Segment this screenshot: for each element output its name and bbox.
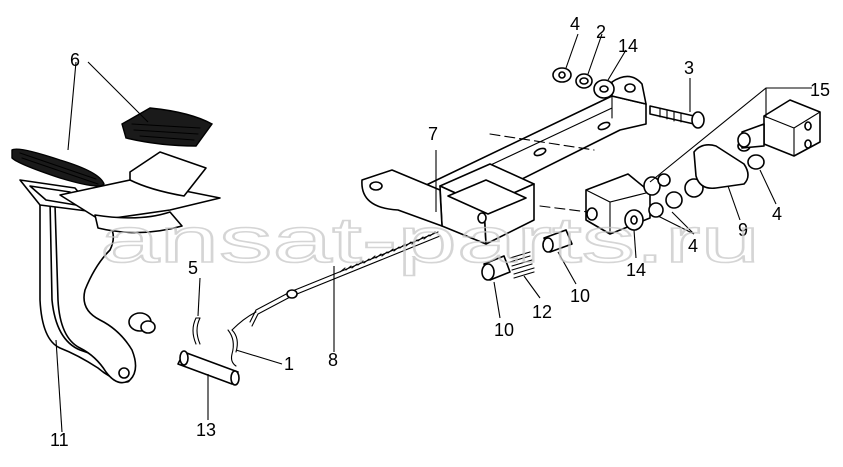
callout-3: 3 xyxy=(684,58,694,78)
callout-4-right: 4 xyxy=(772,204,782,224)
leader-lines xyxy=(55,33,812,433)
bracket xyxy=(361,75,647,245)
spring xyxy=(509,251,535,279)
bushing-upper xyxy=(542,229,573,253)
callout-14-top: 14 xyxy=(618,36,638,56)
bolt xyxy=(649,105,705,129)
callout-6: 6 xyxy=(70,50,80,70)
callout-labels: 6 4 2 14 3 15 7 4 9 4 14 5 10 12 10 1 8 … xyxy=(50,14,830,450)
spring-clip xyxy=(227,329,238,367)
bushing-lower xyxy=(481,255,511,281)
callout-8: 8 xyxy=(328,350,338,370)
callout-10-left: 10 xyxy=(494,320,514,340)
callout-1: 1 xyxy=(284,354,294,374)
callout-15: 15 xyxy=(810,80,830,100)
callout-4-top: 4 xyxy=(570,14,580,34)
callout-5: 5 xyxy=(188,258,198,278)
callout-10-right: 10 xyxy=(570,286,590,306)
callout-9: 9 xyxy=(738,220,748,240)
callout-14-bottom: 14 xyxy=(626,260,646,280)
pull-rod xyxy=(231,231,441,331)
callout-11: 11 xyxy=(50,430,69,450)
pivot-pin xyxy=(177,350,240,386)
callout-7: 7 xyxy=(428,124,438,144)
cotter-pin xyxy=(192,317,201,345)
top-fasteners xyxy=(552,67,615,99)
pedal-pads xyxy=(11,107,214,197)
pedal-lever-assembly xyxy=(19,179,221,384)
watermark-text: ansat-parts.ru xyxy=(100,204,760,276)
stop-switch-right xyxy=(737,99,821,170)
callout-13: 13 xyxy=(196,420,216,440)
callout-2: 2 xyxy=(596,22,606,42)
stop-switch-left xyxy=(585,173,704,235)
callout-4-mid: 4 xyxy=(688,236,698,256)
callout-12: 12 xyxy=(532,302,552,322)
